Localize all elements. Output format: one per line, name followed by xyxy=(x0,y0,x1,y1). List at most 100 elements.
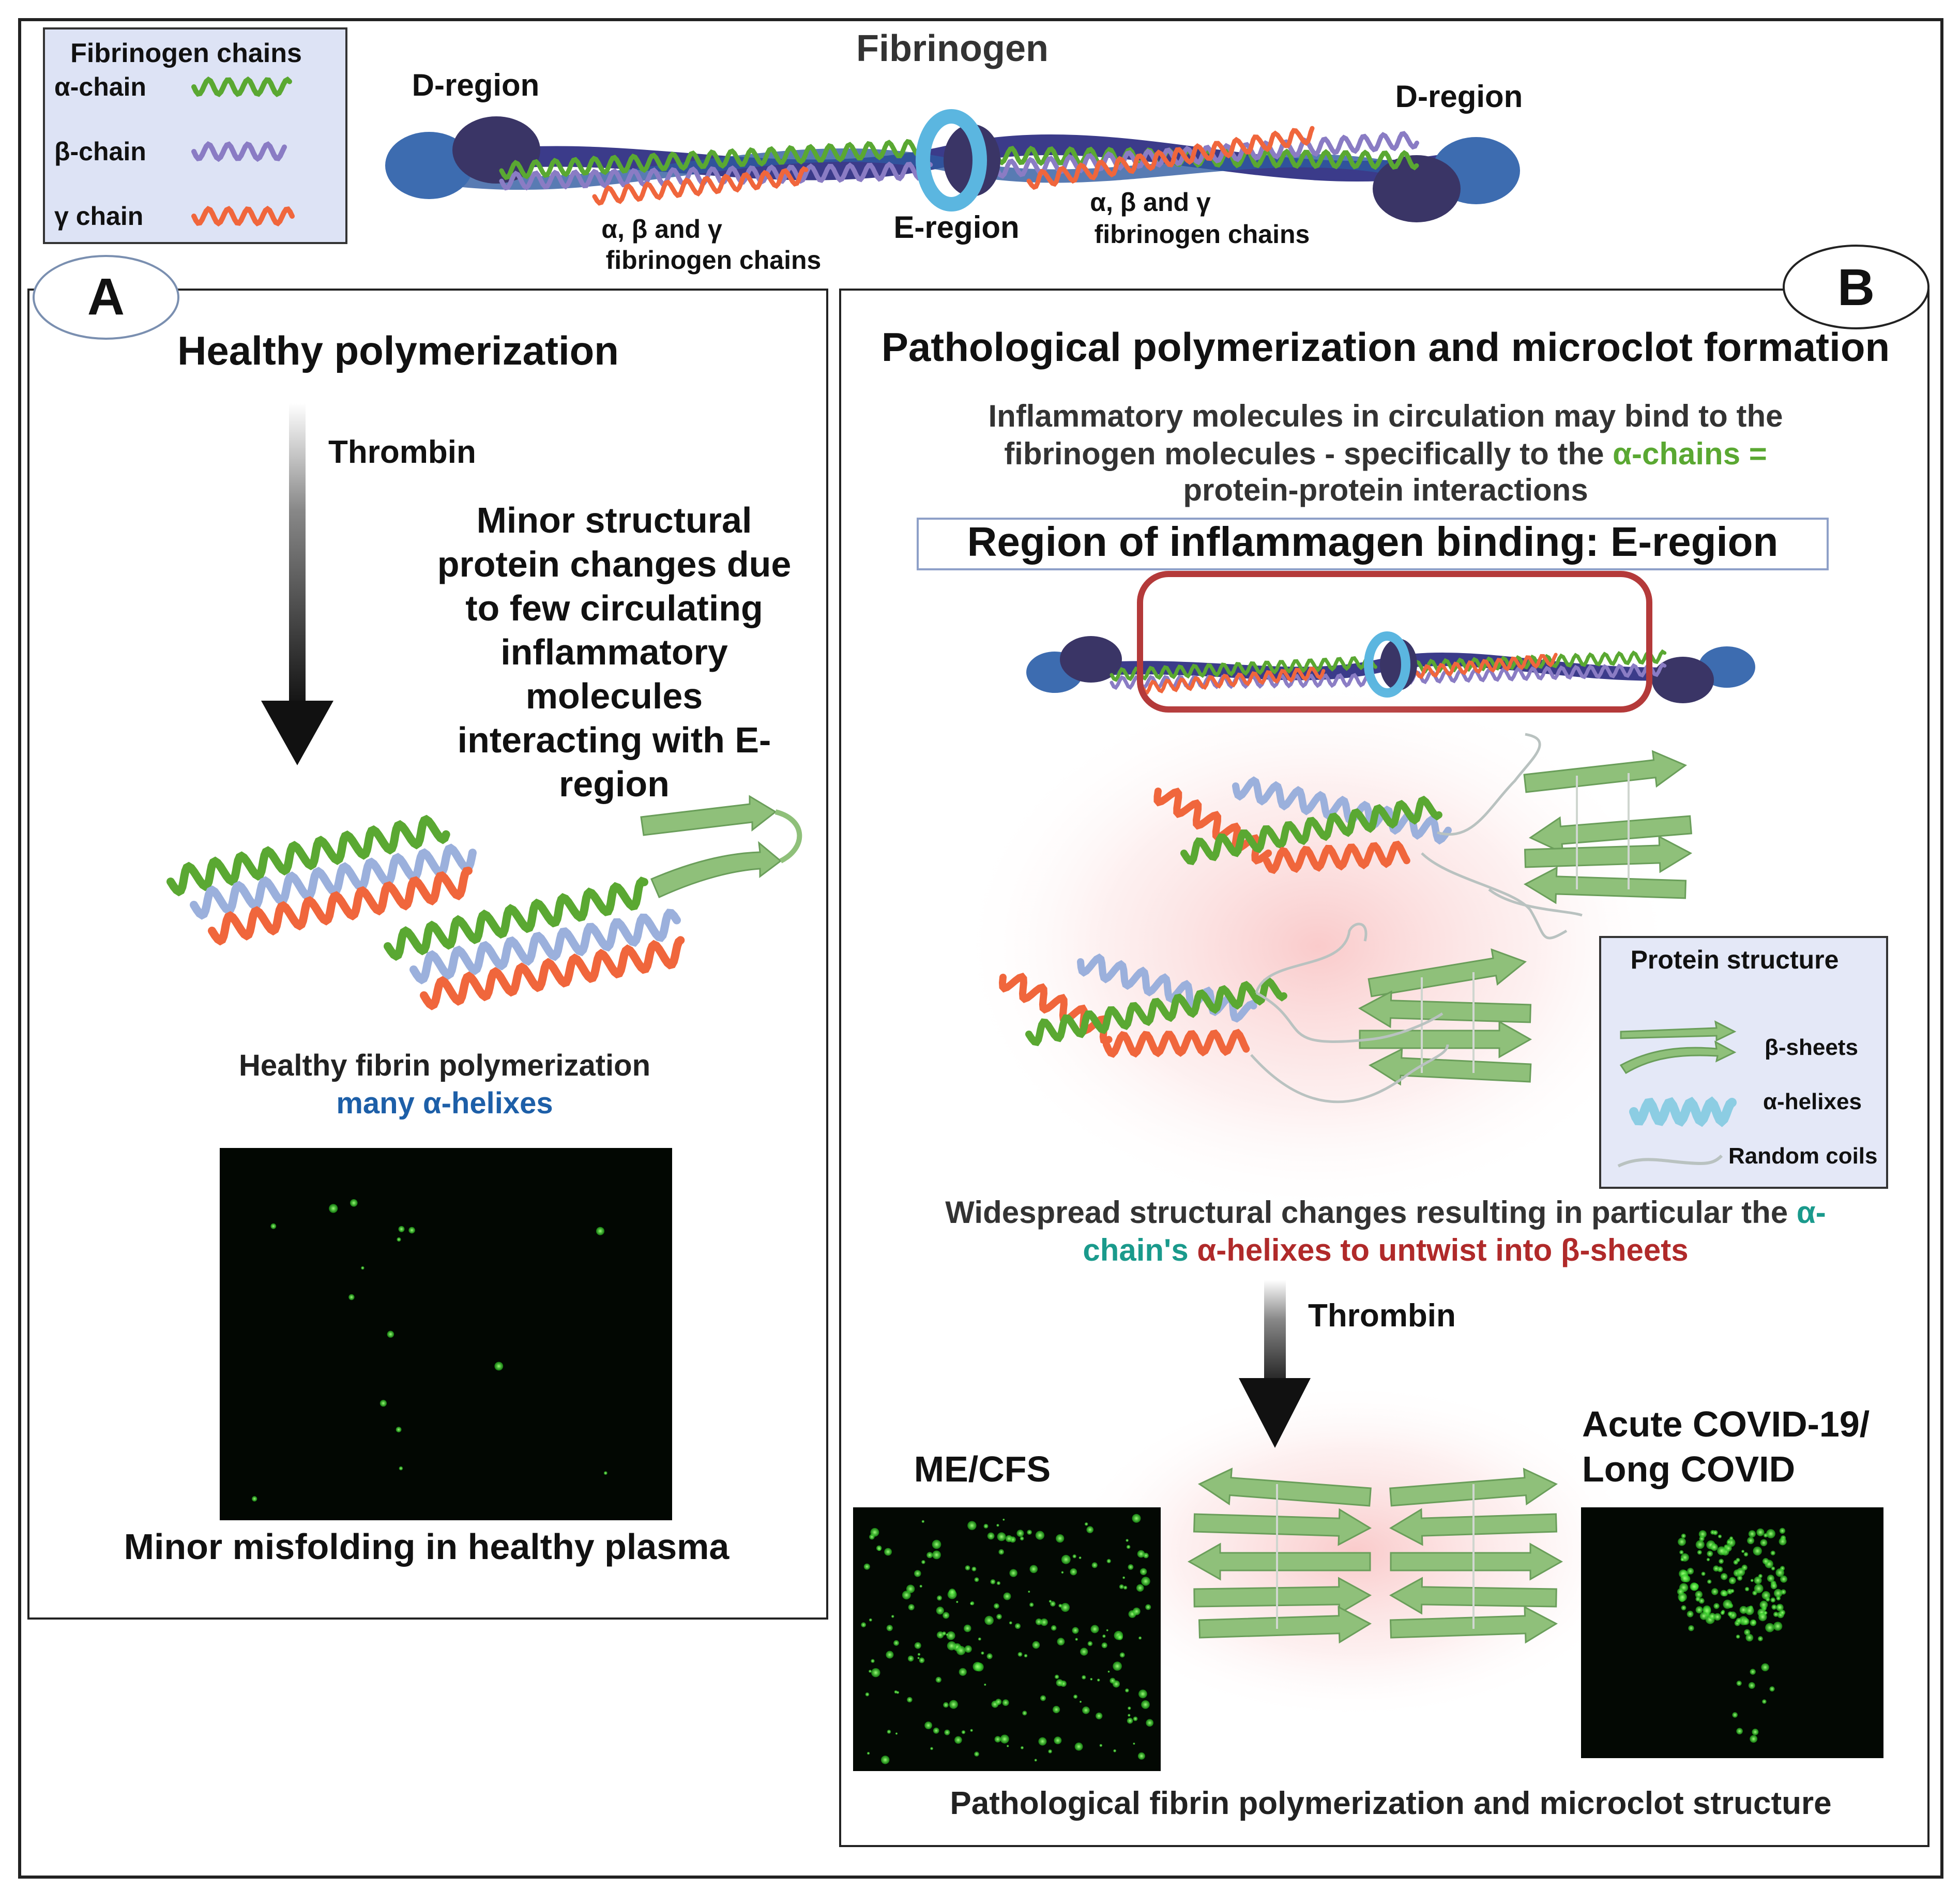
intro-alpha-chains: α-chains = xyxy=(1613,436,1767,471)
fluorescent-spot xyxy=(1090,1625,1099,1634)
legend-title: Fibrinogen chains xyxy=(70,38,302,68)
fluorescent-spot xyxy=(1710,1544,1718,1551)
fluorescent-spot xyxy=(1009,1621,1012,1625)
fluorescent-spot xyxy=(1040,1695,1046,1701)
beta-strand xyxy=(1198,1606,1372,1644)
structure-legend-title: Protein structure xyxy=(1631,945,1839,974)
panel-b-title: Pathological polymerization and microclo… xyxy=(882,324,1890,370)
fluorescent-spot xyxy=(861,1622,867,1628)
fluorescent-spot xyxy=(965,1565,970,1570)
fluorescent-spot xyxy=(1061,1554,1071,1564)
fluorescent-spot xyxy=(1038,1737,1047,1746)
fluorescent-spot xyxy=(1753,1546,1762,1556)
fluorescent-spot xyxy=(1713,1530,1718,1535)
fluorescent-spot xyxy=(1720,1611,1725,1615)
fluorescent-spot xyxy=(252,1496,257,1502)
healthy-caption-2: many α-helixes xyxy=(336,1086,553,1120)
fluorescent-spot xyxy=(1728,1577,1736,1584)
fluorescent-spot xyxy=(1761,1663,1769,1671)
gamma-helix xyxy=(420,936,685,1010)
fluorescent-spot xyxy=(1029,1602,1034,1607)
fluorescent-spot xyxy=(603,1471,607,1475)
beta-helix xyxy=(190,843,477,920)
d-domain-left-outer xyxy=(385,132,473,199)
fluorescent-spot xyxy=(1128,1564,1134,1570)
legend-alpha-helixes-label: α-helixes xyxy=(1763,1089,1862,1114)
fluorescent-spot xyxy=(1756,1528,1765,1536)
fluorescent-spot xyxy=(876,1545,882,1551)
fluorescent-spot xyxy=(1745,1634,1754,1642)
fluorescent-spot xyxy=(1758,1612,1767,1622)
panel-a-title: Healthy polymerization xyxy=(177,328,619,373)
fluorescent-spot xyxy=(907,1697,913,1703)
thrombin-arrow-shaft-b xyxy=(1264,1280,1286,1394)
fluorescent-spot xyxy=(863,1563,870,1570)
thrombin-label-b: Thrombin xyxy=(1308,1298,1456,1334)
fluorescent-spot xyxy=(1779,1537,1787,1546)
fluorescent-spot xyxy=(1048,1749,1052,1753)
legend-beta-label: β-chain xyxy=(54,137,146,166)
fluorescent-spot xyxy=(1780,1610,1786,1615)
fluorescent-spot xyxy=(1771,1566,1775,1570)
beta-strand xyxy=(1523,750,1688,793)
fluorescent-spot xyxy=(1087,1641,1093,1646)
fluorescent-spot xyxy=(396,1427,402,1433)
fluorescent-spot xyxy=(1034,1759,1037,1762)
fluorescent-spot xyxy=(1707,1579,1712,1584)
fluorescent-spot xyxy=(270,1223,277,1229)
small-fibrinogen-molecule xyxy=(1026,631,1755,703)
fluorescent-spot xyxy=(974,1751,979,1757)
fluorescent-spot xyxy=(1128,1706,1131,1710)
e-region-ring xyxy=(916,109,987,211)
chains-left-line2: fibrinogen chains xyxy=(606,246,822,275)
fluorescent-spot xyxy=(1113,1749,1117,1752)
fluorescent-spot xyxy=(943,1702,949,1708)
fluorescent-spot xyxy=(1003,1592,1011,1600)
fluorescent-spot xyxy=(399,1466,403,1471)
fluorescent-spot xyxy=(919,1584,922,1588)
fluorescent-spot xyxy=(893,1640,899,1646)
fluorescent-spot xyxy=(1680,1558,1684,1562)
fluorescent-spot xyxy=(1754,1576,1762,1584)
fluorescent-spot xyxy=(1770,1550,1775,1555)
alpha-chain-helix xyxy=(499,137,933,180)
fluorescent-spot xyxy=(1133,1716,1138,1721)
intro-line-2-text: fibrinogen molecules - specifically to t… xyxy=(1004,436,1613,471)
fluorescent-spot xyxy=(1054,1674,1059,1679)
fluorescent-spot xyxy=(1695,1606,1703,1614)
alpha-chain-helix xyxy=(1110,655,1377,682)
fluorescent-spot xyxy=(596,1227,604,1235)
healthy-plasma-micrograph xyxy=(220,1148,672,1520)
fluorescent-spot xyxy=(1110,1677,1116,1684)
fluorescent-spot xyxy=(1096,1712,1103,1719)
fluorescent-spot xyxy=(1776,1604,1784,1611)
misfolded-beta-sheets xyxy=(1358,750,1693,1086)
fluorescent-spot xyxy=(1128,1714,1131,1717)
fluorescent-spot xyxy=(1730,1589,1735,1593)
fluorescent-spot xyxy=(954,1736,962,1744)
fluorescent-spot xyxy=(1122,1576,1126,1579)
fluorescent-spot xyxy=(867,1751,870,1755)
fluorescent-spot xyxy=(1717,1546,1726,1555)
fluorescent-spot xyxy=(1736,1681,1742,1686)
panel-a-note: Minor structural protein changes due to … xyxy=(437,500,792,804)
panel-b-badge xyxy=(1783,245,1929,329)
beta-strand xyxy=(650,841,782,898)
fluorescent-spot xyxy=(895,1732,898,1735)
fluorescent-spot xyxy=(994,1736,1001,1743)
fluorescent-spot xyxy=(1680,1574,1689,1583)
fluorescent-spot xyxy=(1028,1591,1030,1593)
fluorescent-spot xyxy=(1739,1606,1748,1614)
fluorescent-spot xyxy=(1073,1695,1078,1699)
fluorescent-spot xyxy=(1713,1565,1720,1572)
fluorescent-spot xyxy=(937,1595,942,1601)
fibrinogen-legend: Fibrinogen chains α-chain β-chain γ chai… xyxy=(43,27,347,244)
covid-label-line1: Acute COVID-19/ xyxy=(1582,1404,1870,1444)
fluorescent-spot xyxy=(919,1657,925,1664)
fluorescent-spot xyxy=(1005,1535,1013,1543)
fluorescent-spot xyxy=(869,1618,872,1622)
fluorescent-spot xyxy=(1750,1619,1757,1626)
fluorescent-spot xyxy=(984,1683,986,1686)
thrombin-label-a: Thrombin xyxy=(328,434,476,470)
change-line-1-alpha: α- xyxy=(1797,1195,1826,1230)
